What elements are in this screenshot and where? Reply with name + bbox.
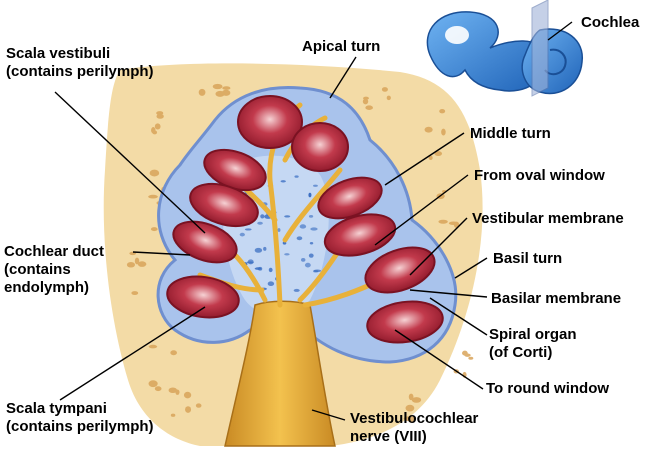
bone-speck: [148, 194, 158, 199]
modiolus-fleck: [304, 262, 311, 268]
modiolus-fleck: [277, 228, 281, 232]
bone-speck: [438, 219, 448, 224]
bone-speck: [134, 257, 140, 265]
bone-speck: [154, 123, 161, 130]
bone-speck: [222, 86, 231, 90]
bone-speck: [365, 105, 373, 110]
bone-speck: [154, 386, 162, 392]
cochlea-overview-shape: [521, 28, 583, 95]
modiolus-fleck: [263, 246, 267, 251]
bone-speck: [170, 350, 177, 356]
modiolus-fleck: [284, 253, 290, 256]
modiolus-fleck: [280, 180, 286, 183]
label-vestibular-membrane: Vestibular membrane: [472, 210, 624, 227]
apical-chamber-right: [291, 122, 349, 172]
modiolus-fleck: [268, 267, 273, 273]
label-to-round-window: To round window: [486, 380, 610, 397]
modiolus-fleck: [309, 241, 314, 245]
label-vestibulocochlear-nerve: Vestibulocochlear nerve (VIII): [350, 410, 479, 445]
section-plane: [531, 0, 549, 97]
middle-chamber-right-lower: [323, 213, 397, 257]
basal-chamber-right-upper: [364, 246, 436, 294]
cochlear-chambers: [166, 95, 444, 344]
bone-speck: [407, 416, 416, 423]
modiolus-fleck: [299, 224, 307, 229]
basal-chamber-left-lower: [166, 275, 240, 319]
basal-chamber-right-lower: [366, 300, 444, 344]
bone-speck: [441, 128, 446, 136]
bone-speck: [126, 261, 135, 268]
bone-speck: [151, 126, 156, 134]
modiolus-fleck: [257, 221, 263, 225]
bone-speck: [185, 406, 192, 413]
bone-speck: [148, 344, 158, 349]
bone-speck: [168, 387, 178, 394]
modiolus-fleck: [284, 215, 291, 218]
leader-lines: [54, 21, 573, 421]
modiolus-fleck: [308, 192, 312, 198]
bone-speck: [137, 261, 147, 267]
modiolus-fleck: [244, 228, 252, 231]
modiolus-fleck: [296, 236, 303, 241]
bone-speck: [434, 151, 443, 157]
modiolus-fleck: [310, 227, 318, 231]
bone-speck: [156, 113, 164, 119]
bone-speck: [448, 221, 458, 226]
bone-speck: [150, 227, 158, 232]
modiolus-fleck: [294, 175, 299, 178]
label-cochlea: Cochlea: [581, 14, 640, 31]
bone-speck: [408, 393, 414, 401]
bone-speck: [381, 87, 388, 92]
bone-speck: [362, 98, 369, 105]
bone-speck: [170, 413, 176, 417]
bone-speck: [195, 403, 202, 408]
bone-texture: [126, 83, 474, 423]
modiolus-fleck: [308, 214, 314, 218]
modiolus-fleck: [267, 281, 275, 287]
bone-speck: [405, 404, 415, 412]
middle-chamber-right-upper: [317, 176, 383, 220]
label-cochlear-duct: Cochlear duct (contains endolymph): [4, 243, 105, 296]
modiolus-fleck: [293, 288, 300, 292]
bone-speck: [428, 155, 433, 161]
middle-chamber-left-lower: [189, 182, 259, 228]
label-basilar-membrane: Basilar membrane: [491, 290, 622, 307]
bone-speck: [424, 126, 433, 133]
modiolus-fleck: [254, 267, 262, 270]
basal-chamber-left-upper: [172, 220, 238, 264]
bone-speck: [439, 108, 446, 114]
label-scala-vestibuli: Scala vestibuli (contains perilymph): [6, 45, 154, 80]
bone-speck: [411, 397, 422, 403]
modiolus-fleck: [247, 259, 254, 265]
bone-speck: [131, 291, 139, 296]
modiolus-fleck: [254, 247, 263, 253]
modiolus-fleck: [301, 258, 306, 262]
bone-speck: [386, 95, 391, 101]
vestibulocochlear-nerve-trunk: [224, 300, 336, 447]
label-apical-turn: Apical turn: [302, 38, 381, 55]
bone-speck: [212, 83, 223, 90]
label-from-oval-window: From oval window: [474, 167, 605, 184]
bone-speck: [468, 356, 474, 360]
bone-speck: [148, 380, 158, 388]
bone-speck: [149, 169, 160, 177]
bone-speck: [183, 391, 192, 399]
label-scala-tympani: Scala tympani (contains perilymph): [6, 400, 154, 435]
bone-speck: [215, 90, 225, 97]
apical-chamber-left: [237, 95, 303, 149]
bone-speck: [198, 88, 206, 96]
bone-speck: [175, 389, 180, 395]
bone-speck: [464, 353, 471, 357]
label-basil-turn: Basil turn: [493, 250, 563, 267]
modiolus-fleck: [239, 232, 245, 237]
modiolus-fleck: [308, 253, 314, 258]
label-spiral-organ: Spiral organ (of Corti): [489, 326, 577, 361]
modiolus-fleck: [313, 269, 322, 273]
modiolus-fleck: [313, 184, 318, 187]
modiolus-fleck: [260, 214, 265, 219]
label-middle-turn: Middle turn: [470, 125, 551, 142]
inner-ear-overview: [426, 0, 583, 97]
